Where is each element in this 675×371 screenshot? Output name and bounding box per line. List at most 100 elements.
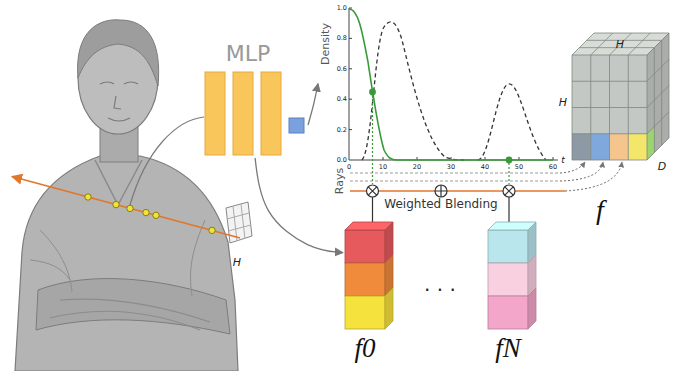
ray-on-figure <box>113 201 119 207</box>
voxel-cube <box>587 40 662 41</box>
tick-label: 0.2 <box>337 126 347 133</box>
ray-on-figure <box>85 194 91 200</box>
tick-label: 20 <box>413 163 421 170</box>
density-plot <box>349 9 553 160</box>
bust-figure <box>15 20 238 371</box>
tick-label: 1.0 <box>337 5 347 12</box>
voxel-cube <box>647 112 669 134</box>
voxel-cube <box>647 59 669 81</box>
bust-figure <box>36 279 230 334</box>
bust-figure <box>78 20 159 86</box>
mlp-output <box>289 118 304 133</box>
axis-title: Density <box>320 23 331 65</box>
voxel-cube <box>572 55 647 160</box>
blend-operators <box>368 187 376 195</box>
bust-figure <box>95 160 142 205</box>
ray-to-voxel-arrows <box>560 162 603 181</box>
dimension-label: H <box>559 97 567 108</box>
voxel-cube <box>572 33 669 160</box>
tick-label: 0.6 <box>337 66 347 73</box>
ray-lines <box>350 173 565 191</box>
block-title: MLP <box>226 43 271 65</box>
blend-operators <box>503 185 515 197</box>
density-plot <box>506 157 513 164</box>
flow-arrow <box>308 84 318 125</box>
feature-stack: fN <box>486 220 544 368</box>
sample-to-mlp-curve <box>130 117 204 205</box>
ray-lines <box>350 190 565 192</box>
volume-name: f <box>596 196 604 224</box>
ray-on-figure <box>12 177 240 239</box>
bust-figure <box>50 299 210 330</box>
voxel-cube <box>572 107 647 108</box>
ray-on-figure <box>209 227 215 233</box>
voxel-cube <box>647 33 669 160</box>
feature-cell <box>488 230 528 263</box>
voxel-cube <box>661 40 662 145</box>
voxel-cube <box>628 55 629 160</box>
feature-cell <box>345 230 385 263</box>
density-chart: Density <box>318 2 556 162</box>
voxel-cube <box>647 55 648 160</box>
density-plot <box>369 89 376 96</box>
voxel-cube <box>647 138 669 160</box>
tick-label: 0 <box>347 163 351 170</box>
blend-operators <box>435 185 447 197</box>
density-plot <box>373 95 510 184</box>
voxel-cube <box>628 33 650 55</box>
voxel-cube <box>591 33 613 55</box>
blend-operators <box>435 185 447 197</box>
tick-label: 30 <box>447 163 455 170</box>
tick-label: 40 <box>481 163 489 170</box>
feature-cell-side <box>385 288 393 329</box>
density-plot <box>349 8 558 184</box>
feature-cell <box>345 263 385 296</box>
blend-operators <box>367 185 516 222</box>
ray-on-figure <box>127 205 133 211</box>
feature-cell <box>488 263 528 296</box>
blend-operators <box>367 185 379 197</box>
dimension-label: H <box>616 39 624 50</box>
tick-label: 60 <box>549 163 557 170</box>
ray-to-voxel-arrows <box>560 162 622 191</box>
mlp-block: MLP <box>200 40 308 158</box>
voxel-cube <box>610 134 629 160</box>
feature-cell <box>488 296 528 329</box>
feature-name: f0 <box>354 335 375 362</box>
voxel-cube <box>647 126 654 160</box>
voxel-cube <box>572 160 647 161</box>
axis-title: Rays <box>334 168 345 194</box>
bust-figure <box>15 156 238 371</box>
operation-label: Weighted Blending <box>382 198 499 210</box>
sample-to-mlp-curve <box>130 117 204 205</box>
ray-lines <box>350 173 560 181</box>
voxel-cube <box>647 33 669 55</box>
mlp-layer <box>205 72 225 155</box>
voxel-cube <box>572 134 591 160</box>
tick-label: 0.4 <box>337 96 347 103</box>
bust-figure <box>30 220 205 296</box>
feature-cell <box>345 296 385 329</box>
camera-grid <box>226 202 252 243</box>
camera-grid <box>226 202 252 243</box>
mlp-layer <box>233 72 253 155</box>
dimension-label: D <box>658 161 666 172</box>
ray-on-figure <box>12 177 240 239</box>
feature-cell-top <box>488 222 536 230</box>
voxel-cube <box>572 133 647 134</box>
feature-volume: H H Df <box>556 18 673 233</box>
voxel-cube <box>610 33 632 55</box>
density-plot <box>362 22 468 160</box>
voxel-cube <box>669 33 670 138</box>
blend-operators <box>505 187 513 195</box>
density-plot <box>349 8 553 160</box>
density-plot <box>478 84 546 160</box>
density-plot <box>349 8 558 160</box>
flow-arrow <box>255 158 343 253</box>
feature-stack: f0 <box>343 220 401 368</box>
tick-label: 0.0 <box>337 157 347 164</box>
bust-figure <box>100 82 138 121</box>
tick-label: 0.8 <box>337 35 347 42</box>
feature-cell-top <box>345 222 393 230</box>
